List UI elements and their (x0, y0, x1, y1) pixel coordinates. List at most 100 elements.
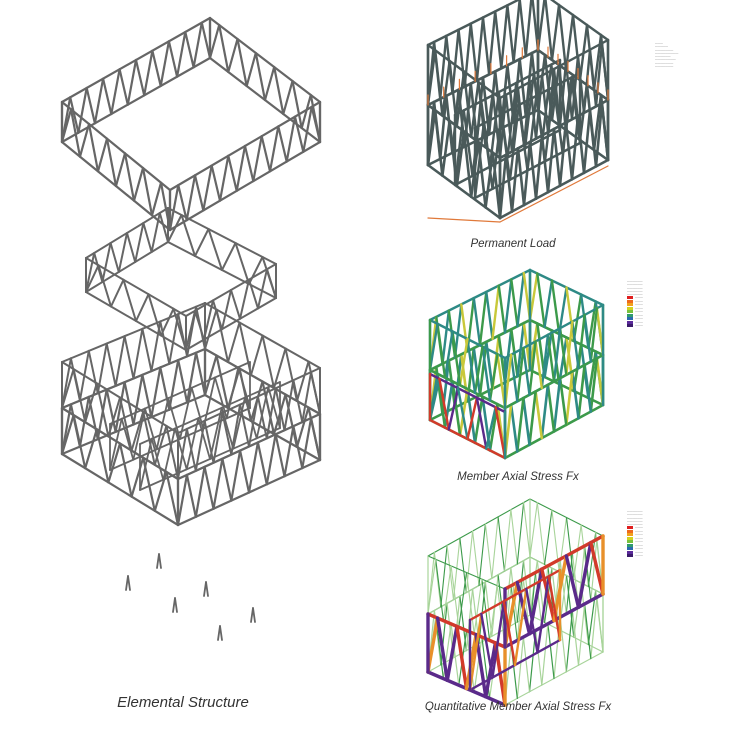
truss-diagonal (561, 76, 573, 154)
truss-diagonal (118, 442, 133, 498)
truss-diagonal (571, 320, 580, 370)
truss-diagonal (203, 354, 218, 397)
truss-diagonal (546, 383, 556, 433)
legend-text-line: —————— (627, 516, 643, 520)
truss-diagonal (60, 108, 73, 144)
truss-diagonal (536, 502, 546, 565)
truss-diagonal (177, 359, 189, 404)
truss-diagonal (550, 329, 561, 386)
legend-swatch (627, 526, 633, 530)
truss-diagonal (238, 321, 252, 376)
truss-diagonal (541, 623, 549, 686)
truss-diagonal (273, 347, 287, 389)
load-arrow (499, 165, 609, 223)
legend-swatch (627, 547, 633, 551)
truss-bottom-chord (61, 407, 179, 480)
legend-swatch-row: ——— (627, 310, 643, 314)
truss-diagonal (96, 137, 109, 173)
legend-swatch-row: ——— (627, 547, 643, 551)
truss-top-chord (426, 612, 507, 649)
truss-diagonal (130, 410, 145, 452)
truss-diagonal (428, 377, 441, 422)
legend-text-line: —————— (627, 293, 643, 297)
axial-stress-legend: ————————————————————————————————————————… (627, 280, 643, 328)
truss-diagonal (185, 417, 200, 471)
truss-top-chord (85, 257, 187, 317)
truss-diagonal (462, 70, 473, 139)
truss-bottom-chord (498, 98, 610, 160)
truss-diagonal (526, 94, 538, 172)
truss-diagonal (87, 122, 100, 173)
truss-diagonal (101, 242, 112, 283)
column-anchor-icon (219, 625, 223, 641)
truss-diagonal (528, 390, 537, 447)
legend-swatch-row: ——— (627, 550, 643, 554)
truss-diagonal (267, 386, 281, 429)
truss-top-chord (503, 303, 605, 360)
truss-diagonal (118, 68, 129, 106)
truss-diagonal (208, 23, 221, 60)
truss-diagonal (165, 424, 179, 480)
truss-diagonal (472, 296, 482, 347)
truss-diagonal (558, 286, 568, 336)
truss-diagonal (522, 396, 531, 447)
truss-diagonal (221, 289, 232, 331)
truss-diagonal (227, 37, 239, 74)
truss-diagonal (237, 366, 251, 409)
truss-diagonal (577, 363, 586, 420)
truss-diagonal (589, 307, 599, 363)
legend-swatch-row: ——— (627, 303, 643, 307)
truss-diagonal (534, 390, 544, 440)
truss-diagonal (571, 370, 580, 420)
truss-diagonal (220, 406, 235, 450)
truss-diagonal (168, 184, 180, 232)
truss-diagonal (243, 144, 255, 183)
truss-diagonal (565, 552, 573, 615)
truss-diagonal (516, 271, 525, 328)
truss-diagonal (239, 449, 251, 494)
legend-swatch (627, 536, 633, 540)
truss-diagonal (310, 105, 322, 144)
truss-top-chord (109, 361, 251, 425)
truss-diagonal (485, 406, 497, 450)
truss-diagonal (524, 0, 533, 58)
truss-diagonal (158, 212, 169, 243)
truss-diagonal (451, 28, 460, 95)
truss-diagonal (95, 382, 110, 438)
truss-bottom-chord (168, 140, 322, 232)
truss-diagonal (84, 382, 98, 424)
truss-diagonal (144, 407, 158, 451)
truss-diagonal (185, 473, 197, 519)
truss-diagonal (234, 242, 250, 285)
truss-bottom-chord (185, 297, 277, 351)
truss-diagonal (485, 290, 494, 340)
truss-diagonal (230, 449, 242, 502)
legend-swatch (627, 529, 633, 533)
truss-diagonal (209, 406, 223, 460)
truss-diagonal (442, 565, 452, 622)
truss-diagonal (266, 268, 277, 299)
truss-diagonal (497, 284, 507, 334)
truss-diagonal (480, 612, 494, 679)
truss-diagonal (426, 49, 437, 107)
truss-diagonal (212, 457, 224, 510)
truss-diagonal (107, 442, 122, 484)
legend-text-line: —————— (627, 523, 643, 527)
legend-swatch (627, 543, 633, 547)
truss-diagonal (200, 21, 212, 60)
truss-diagonal (447, 387, 460, 431)
truss-diagonal (541, 63, 553, 141)
truss-diagonal (179, 386, 193, 440)
legend-swatch (627, 306, 633, 310)
truss-diagonal (141, 327, 153, 373)
column-anchor-icon (127, 575, 131, 591)
truss-diagonal (239, 278, 250, 320)
truss-top-chord (453, 58, 562, 117)
truss-diagonal (494, 406, 507, 460)
truss-diagonal (468, 612, 483, 692)
truss-diagonal (473, 122, 485, 200)
truss-diagonal (462, 130, 473, 199)
truss-diagonal (504, 93, 514, 153)
truss-diagonal (77, 86, 88, 134)
truss-diagonal (518, 0, 527, 58)
